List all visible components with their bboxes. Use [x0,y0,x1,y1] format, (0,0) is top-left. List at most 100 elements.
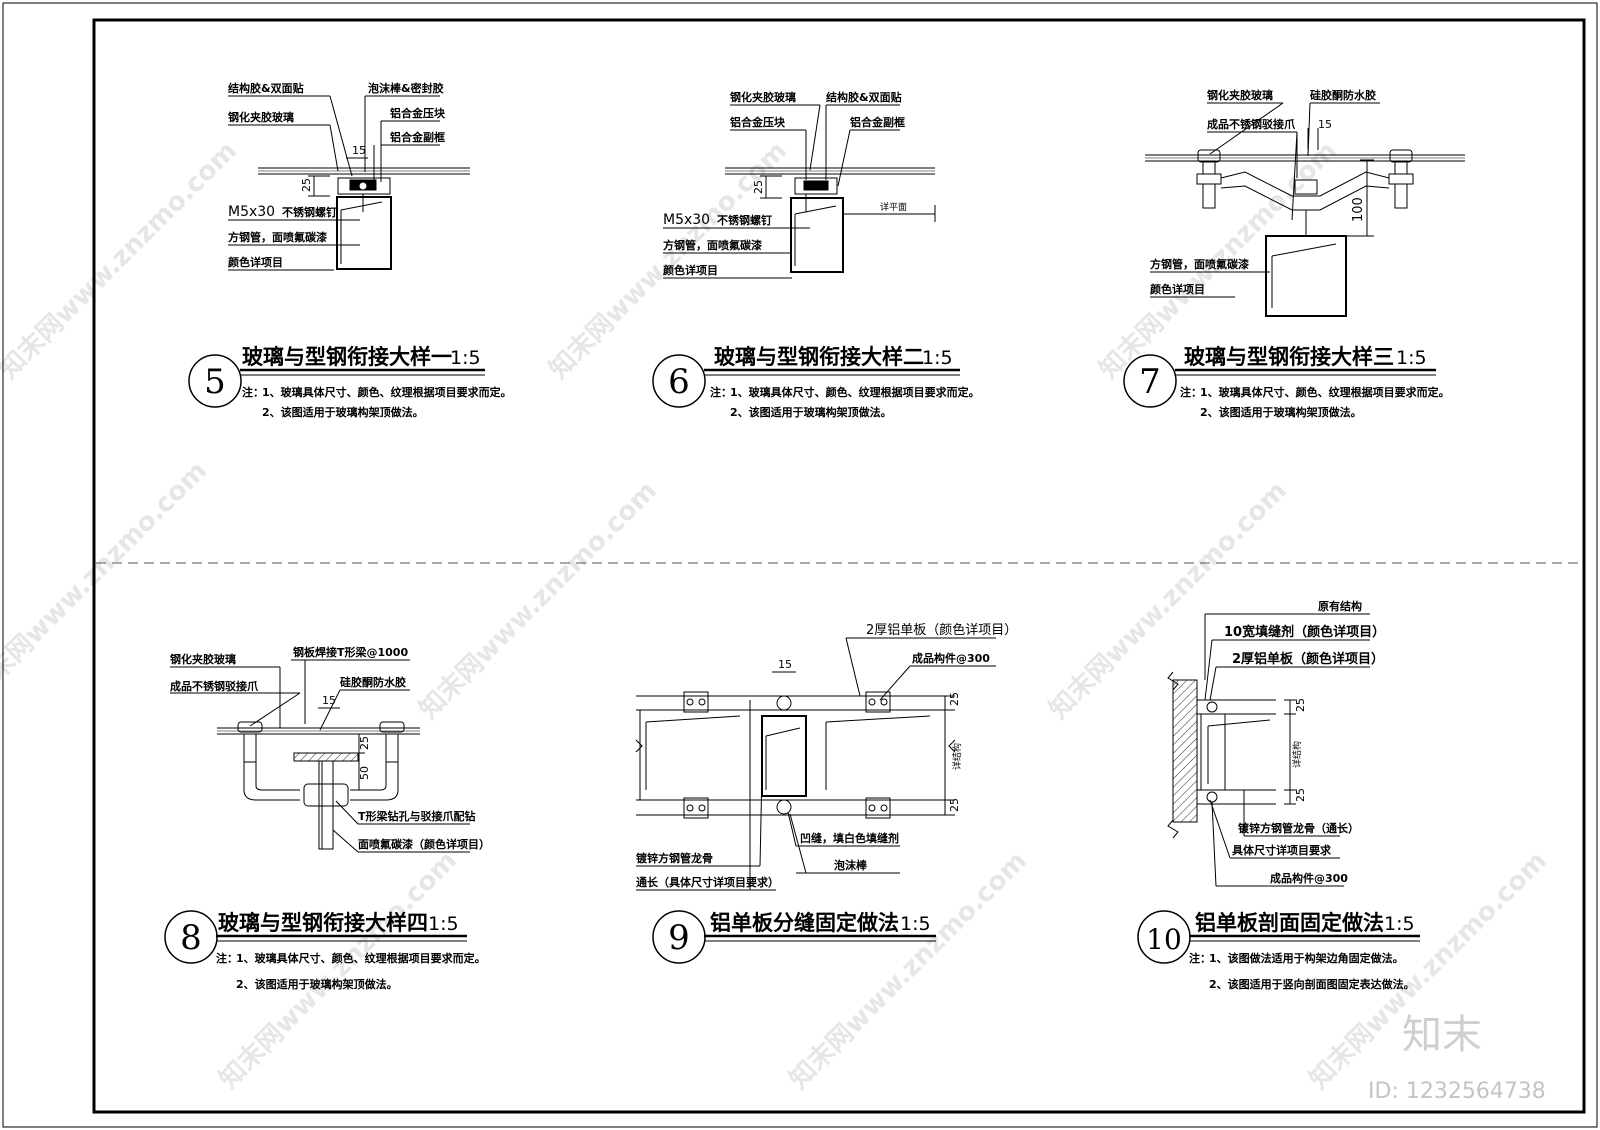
label: 镀锌方钢管龙骨 [636,851,713,865]
detail-number-circle [1123,354,1177,408]
label: 2厚铝单板（颜色详项目） [1232,651,1384,667]
label: 凹缝，填白色填缝剂 [800,831,899,845]
label: 详平面 [880,201,907,213]
note-line: 2、该图适用于玻璃构架顶做法。 [262,405,424,419]
detail-number: 10 [1146,923,1182,956]
label: 原有结构 [1318,599,1362,613]
label: 方钢管，面喷氟碳漆 [228,230,327,244]
detail-number: 9 [668,918,690,958]
note-line: 2、该图适用于玻璃构架顶做法。 [236,977,398,991]
dimension: 25 [358,736,371,750]
detail-10-labels: 原有结构 10宽填缝剂（颜色详项目） 2厚铝单板（颜色详项目） 镀锌方钢管龙骨（… [1224,599,1385,885]
label: 成品构件@300 [912,651,990,665]
dimension: 25 [1294,788,1307,802]
brand-watermark: 知末 [1402,1012,1482,1058]
note-line: 1、玻璃具体尺寸、颜色、纹理根据项目要求而定。 [730,385,980,399]
detail-title: 玻璃与型钢衔接大样二 [714,345,924,369]
label: 铝合金副框 [850,115,905,129]
watermark-text: 知末网www.znzmo.com [0,136,243,385]
label: 泡沫棒 [834,858,868,872]
watermark-text: 知末网www.znzmo.com [784,846,1033,1095]
detail-5 [228,95,470,271]
note-line: 1、玻璃具体尺寸、颜色、纹理根据项目要求而定。 [262,385,512,399]
label: M5x30 [228,204,275,220]
title-block-9: 9 铝单板分缝固定做法 1:5 [652,910,936,964]
dimension: 15 [352,144,366,157]
label: 成品构件@300 [1270,871,1348,885]
note-line: 1、玻璃具体尺寸、颜色、纹理根据项目要求而定。 [236,951,486,965]
detail-5-labels: 结构胶&双面贴 钢化夹胶玻璃 泡沫棒&密封胶 铝合金压块 铝合金副框 M5x30… [227,81,446,269]
label: 具体尺寸详项目要求 [1232,843,1332,857]
label: 2厚铝单板（颜色详项目） [866,622,1017,638]
note-line: 1、玻璃具体尺寸、颜色、纹理根据项目要求而定。 [1200,385,1450,399]
dimension: 15 [322,694,336,707]
label: 详结构 [1291,741,1303,768]
label: 钢化夹胶玻璃 [1207,88,1273,102]
note-prefix: 注： [1189,951,1211,965]
label: 铝合金压块 [730,115,786,129]
label: 硅胶酮防水胶 [1310,88,1376,102]
note-line: 2、该图适用于玻璃构架顶做法。 [730,405,892,419]
label: 铝合金压块 [390,106,446,120]
label: 颜色详项目 [663,263,718,277]
dimension: 100 [1351,197,1366,222]
dimension: 25 [300,178,313,192]
dimension: 25 [948,798,961,812]
title-block-10: 10 铝单板剖面固定做法 1:5 注： 1、该图做法适用于构架边角固定做法。 2… [1137,910,1420,991]
label: 面喷氟碳漆（颜色详项目） [358,837,490,851]
dimension: 25 [752,180,765,194]
detail-number-circle [652,354,706,408]
watermark-text: 知末网www.znzmo.com [214,846,463,1095]
detail-9 [635,637,996,891]
label: M5x30 [663,212,710,228]
watermark-text: 知末网www.znzmo.com [1044,476,1293,725]
detail-7 [1145,102,1465,317]
detail-6-labels: 钢化夹胶玻璃 结构胶&双面贴 铝合金压块 铝合金副框 M5x30 不锈钢螺钉 方… [663,90,907,277]
watermark-text: 知末网www.znzmo.com [414,476,663,725]
detail-7-labels: 钢化夹胶玻璃 硅胶酮防水胶 成品不锈钢驳接爪 方钢管，面喷氟碳漆 颜色详项目 1… [1150,88,1376,296]
dimension: 50 [358,766,371,780]
detail-title: 铝单板剖面固定做法 [1195,911,1384,935]
detail-scale: 1:5 [1396,347,1427,369]
label: 铝合金副框 [390,130,445,144]
label: 通长（具体尺寸详项目要求） [636,875,779,889]
detail-number: 5 [204,362,226,402]
detail-scale: 1:5 [900,913,931,935]
detail-8 [170,659,470,853]
label: 钢化夹胶玻璃 [730,90,796,104]
detail-title: 玻璃与型钢衔接大样一 [242,345,452,369]
dimension: 25 [948,692,961,706]
dimension: 15 [1318,118,1332,131]
label: 详结构 [951,743,963,770]
detail-title: 玻璃与型钢衔接大样三 [1184,345,1394,369]
label: 结构胶&双面贴 [825,90,902,104]
title-block-8: 8 玻璃与型钢衔接大样四 1:5 注： 1、玻璃具体尺寸、颜色、纹理根据项目要求… [164,910,486,991]
label: 硅胶酮防水胶 [340,675,406,689]
note-line: 2、该图适用于玻璃构架顶做法。 [1200,405,1362,419]
label: 钢板焊接T形梁@1000 [293,645,408,659]
detail-scale: 1:5 [428,913,459,935]
image-id-label: ID: 1232564738 [1368,1079,1546,1104]
label: 10宽填缝剂（颜色详项目） [1224,624,1385,640]
watermark-text: 知末网www.znzmo.com [0,456,213,705]
detail-10 [1167,613,1370,887]
label: 不锈钢螺钉 [717,213,772,227]
label: 镀锌方钢管龙骨（通长） [1238,821,1359,835]
title-block-5: 5 玻璃与型钢衔接大样一 1:5 注： 1、玻璃具体尺寸、颜色、纹理根据项目要求… [188,345,512,419]
label: 颜色详项目 [228,255,283,269]
detail-number: 7 [1139,362,1161,402]
note-prefix: 注： [242,385,264,399]
note-prefix: 注： [1180,385,1202,399]
label: 钢化夹胶玻璃 [170,652,236,666]
detail-title: 铝单板分缝固定做法 [710,911,899,935]
note-prefix: 注： [710,385,732,399]
label: 方钢管，面喷氟碳漆 [1150,257,1249,271]
detail-number: 8 [180,918,202,958]
label: 不锈钢螺钉 [282,205,337,219]
label: 泡沫棒&密封胶 [368,81,444,95]
detail-number-circle [188,354,242,408]
title-block-6: 6 玻璃与型钢衔接大样二 1:5 注： 1、玻璃具体尺寸、颜色、纹理根据项目要求… [652,345,980,419]
inner-frame [92,18,1586,1114]
